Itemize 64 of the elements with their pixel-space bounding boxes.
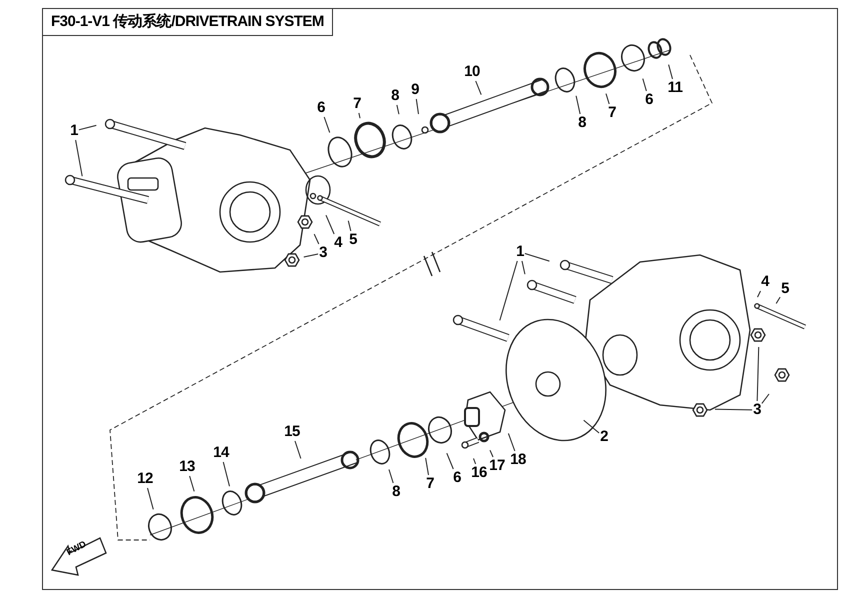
leader-line bbox=[499, 260, 518, 321]
leader-line bbox=[348, 220, 352, 232]
leader-line bbox=[776, 296, 781, 304]
callout-number: 9 bbox=[411, 82, 419, 98]
callout-number: 16 bbox=[471, 465, 487, 481]
leader-line bbox=[326, 214, 335, 234]
leader-line bbox=[761, 394, 770, 404]
leader-line bbox=[222, 462, 230, 487]
callout-number: 8 bbox=[392, 484, 400, 500]
leader-line bbox=[756, 346, 760, 402]
leader-line bbox=[524, 253, 550, 262]
callout-number: 11 bbox=[668, 80, 682, 96]
leader-line bbox=[714, 408, 753, 410]
leader-line bbox=[294, 440, 302, 459]
leader-line bbox=[303, 254, 319, 258]
callout-number: 1 bbox=[516, 244, 524, 260]
callout-number: 10 bbox=[464, 64, 480, 80]
callout-number: 6 bbox=[317, 100, 325, 116]
diagram-title: F30-1-V1 传动系统/DRIVETRAIN SYSTEM bbox=[42, 8, 333, 36]
leader-line bbox=[388, 469, 394, 484]
leader-line bbox=[358, 112, 360, 119]
callout-number: 13 bbox=[179, 459, 195, 475]
leader-line bbox=[189, 476, 195, 492]
leader-line bbox=[425, 457, 429, 476]
leader-line bbox=[583, 420, 600, 434]
leader-line bbox=[416, 98, 419, 115]
leader-line bbox=[642, 78, 647, 92]
callout-number: 4 bbox=[761, 274, 769, 290]
callout-number: 7 bbox=[353, 96, 361, 112]
leader-line bbox=[606, 93, 610, 104]
callout-number: 5 bbox=[781, 281, 789, 297]
callout-number: 18 bbox=[510, 452, 526, 468]
leader-line bbox=[668, 64, 673, 80]
callout-number: 8 bbox=[391, 88, 399, 104]
callout-number: 17 bbox=[489, 458, 505, 474]
leader-line bbox=[757, 290, 761, 298]
callout-number: 12 bbox=[137, 471, 153, 487]
direction-label: FWD bbox=[64, 538, 88, 558]
callout-number: 6 bbox=[453, 470, 461, 486]
callout-number: 14 bbox=[213, 445, 229, 461]
callout-number: 15 bbox=[284, 424, 300, 440]
leader-line bbox=[147, 488, 154, 510]
leader-line bbox=[475, 80, 482, 96]
callout-number: 2 bbox=[600, 429, 608, 445]
leader-line bbox=[314, 234, 320, 244]
callout-number: 1 bbox=[70, 123, 78, 139]
leader-line bbox=[490, 450, 494, 458]
leader-line bbox=[576, 95, 581, 114]
callout-number: 7 bbox=[608, 105, 616, 121]
callout-number: 7 bbox=[426, 476, 434, 492]
leader-line bbox=[324, 116, 330, 134]
leader-line bbox=[78, 124, 97, 130]
callout-number: 8 bbox=[578, 115, 586, 131]
leader-line bbox=[508, 432, 516, 452]
callout-number: 5 bbox=[349, 232, 357, 248]
callout-number: 3 bbox=[753, 402, 761, 418]
leader-line bbox=[473, 458, 476, 464]
callout-number: 6 bbox=[645, 92, 653, 108]
callout-number: 3 bbox=[319, 245, 327, 261]
callout-number: 4 bbox=[334, 235, 342, 251]
leader-line bbox=[396, 104, 400, 115]
leader-line bbox=[446, 452, 454, 470]
leader-line bbox=[522, 260, 526, 275]
leader-line bbox=[75, 140, 83, 177]
